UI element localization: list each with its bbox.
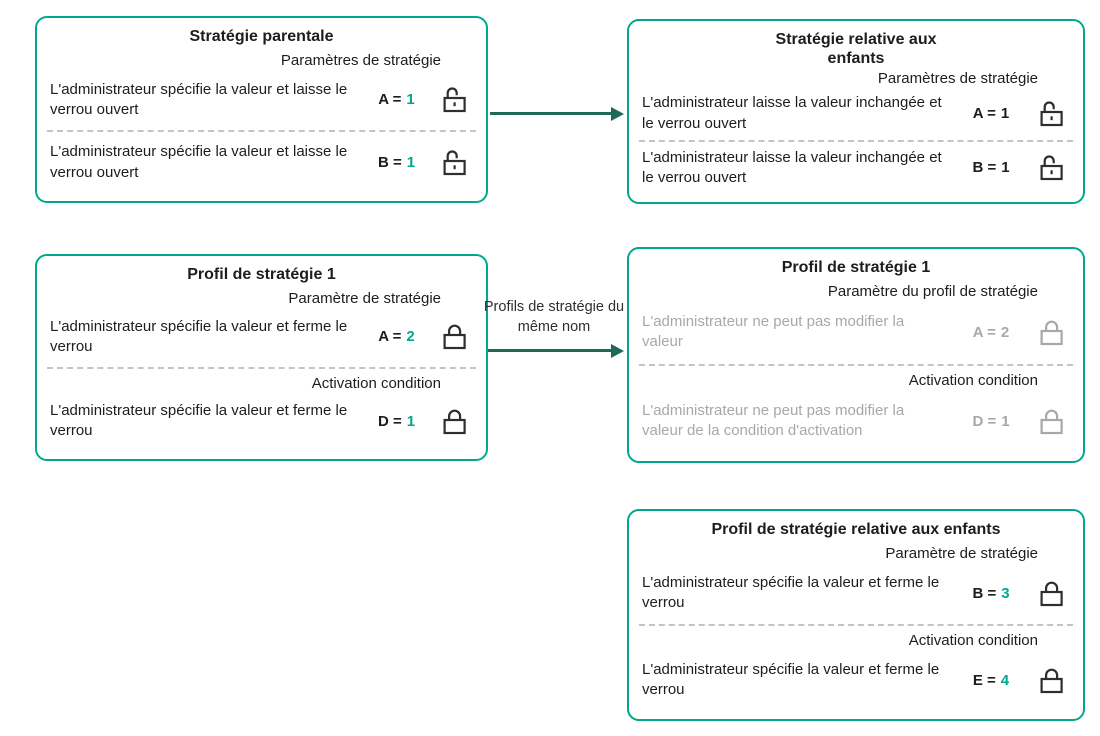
- value-key: A =: [972, 323, 996, 341]
- setting-row: L'administrateur laisse la valeur inchan…: [629, 87, 1083, 139]
- box-subtitle: Paramètre de stratégie: [288, 290, 441, 308]
- box-title: Stratégie relative aux enfants: [775, 31, 937, 68]
- row-value: A =1: [352, 91, 441, 108]
- row-value: D =1: [352, 413, 441, 430]
- section-label: Activation condition: [908, 632, 1038, 650]
- lock-closed-icon: [443, 408, 466, 435]
- row-description: L'administrateur ne peut pas modifier la…: [642, 401, 905, 440]
- row-description: L'administrateur spécifie la valeur et f…: [50, 402, 348, 440]
- box-subtitle: Paramètre de stratégie: [885, 545, 1038, 563]
- value-key: B =: [972, 159, 997, 177]
- dashed-divider: [639, 364, 1073, 367]
- lock-open-icon: [443, 149, 466, 176]
- section-label: Activation condition: [908, 372, 1038, 390]
- value-number: 1: [406, 91, 415, 109]
- value-number: 1: [1000, 105, 1010, 123]
- value-number: 1: [1001, 412, 1010, 430]
- row-description: L'administrateur ne peut pas modifier la…: [642, 313, 905, 351]
- lock-closed-icon: [443, 323, 466, 350]
- row-value: A =1: [944, 105, 1038, 122]
- value-number: 1: [1001, 159, 1010, 177]
- row-value: A =2: [944, 324, 1038, 341]
- lock-open-icon: [443, 86, 466, 113]
- box-title: Profil de stratégie 1: [781, 259, 931, 276]
- setting-row: L'administrateur ne peut pas modifier la…: [629, 300, 1083, 364]
- lock-closed-icon: [1040, 580, 1063, 607]
- row-description: L'administrateur spécifie la valeur et l…: [50, 80, 348, 118]
- section-label: Activation condition: [311, 374, 441, 392]
- row-description: L'administrateur spécifie la valeur et l…: [50, 143, 348, 181]
- setting-row: L'administrateur spécifie la valeur et f…: [37, 392, 486, 451]
- box-title: Stratégie parentale: [189, 28, 334, 45]
- dashed-divider: [639, 139, 1073, 142]
- box-subtitle: Paramètres de stratégie: [280, 52, 441, 70]
- value-number: 4: [1000, 671, 1010, 689]
- row-value: A =2: [352, 328, 441, 345]
- child-policy-box: Stratégie relative aux enfants Paramètre…: [627, 19, 1085, 204]
- lock-closed-icon: [1040, 667, 1063, 694]
- setting-row: L'administrateur spécifie la valeur et f…: [629, 562, 1083, 624]
- lock-open-icon: [1040, 100, 1063, 127]
- box-subtitle: Paramètres de stratégie: [877, 70, 1038, 88]
- row-description: L'administrateur spécifie la valeur et f…: [50, 317, 348, 355]
- child-policy-profile-box: Profil de stratégie relative aux enfants…: [627, 509, 1085, 721]
- dashed-divider: [47, 130, 476, 133]
- arrow-label: Profils de stratégie du même nom: [483, 299, 625, 335]
- row-value: D =1: [944, 413, 1038, 430]
- value-key: B =: [972, 584, 997, 602]
- lock-open-icon: [1040, 154, 1063, 181]
- row-value: B =1: [944, 159, 1038, 176]
- profile-inheritance-arrow: [488, 349, 612, 352]
- row-value: B =1: [352, 154, 441, 171]
- value-number: 2: [1000, 323, 1010, 341]
- value-number: 2: [406, 328, 415, 346]
- dashed-divider: [47, 366, 476, 369]
- value-key: B =: [377, 154, 402, 172]
- box-title: Profil de stratégie 1: [187, 266, 336, 283]
- value-key: A =: [972, 105, 996, 123]
- row-description: L'administrateur laisse la valeur inchan…: [642, 148, 942, 186]
- value-key: A =: [378, 328, 402, 346]
- value-number: 3: [1001, 584, 1010, 602]
- value-key: D =: [377, 412, 402, 430]
- parent-policy-box: Stratégie parentale Paramètres de straté…: [35, 16, 488, 203]
- value-key: E =: [972, 671, 996, 689]
- dashed-divider: [639, 624, 1073, 627]
- setting-row: L'administrateur ne peut pas modifier la…: [629, 389, 1083, 453]
- lock-closed-icon: [1040, 319, 1063, 346]
- value-number: 1: [406, 412, 416, 430]
- setting-row: L'administrateur spécifie la valeur et l…: [37, 69, 486, 130]
- inheritance-arrow: [490, 112, 612, 115]
- setting-row: L'administrateur spécifie la valeur et f…: [629, 649, 1083, 711]
- setting-row: L'administrateur laisse la valeur inchan…: [629, 142, 1083, 194]
- row-value: B =3: [944, 585, 1038, 602]
- row-description: L'administrateur spécifie la valeur et f…: [642, 660, 940, 699]
- lock-closed-icon: [1040, 408, 1063, 435]
- setting-row: L'administrateur spécifie la valeur et l…: [37, 132, 486, 193]
- row-description: L'administrateur spécifie la valeur et f…: [642, 574, 940, 612]
- row-description: L'administrateur laisse la valeur inchan…: [642, 94, 942, 132]
- setting-row: L'administrateur spécifie la valeur et f…: [37, 307, 486, 366]
- policy-profile-1-readonly-box: Profil de stratégie 1 Paramètre du profi…: [627, 247, 1085, 463]
- policy-profile-1-box: Profil de stratégie 1 Paramètre de strat…: [35, 254, 488, 461]
- value-key: A =: [378, 91, 402, 109]
- box-title: Profil de stratégie relative aux enfants: [711, 521, 1001, 538]
- row-value: E =4: [944, 672, 1038, 689]
- value-key: D =: [972, 412, 997, 430]
- box-subtitle: Paramètre du profil de stratégie: [827, 283, 1038, 301]
- value-number: 1: [406, 154, 416, 172]
